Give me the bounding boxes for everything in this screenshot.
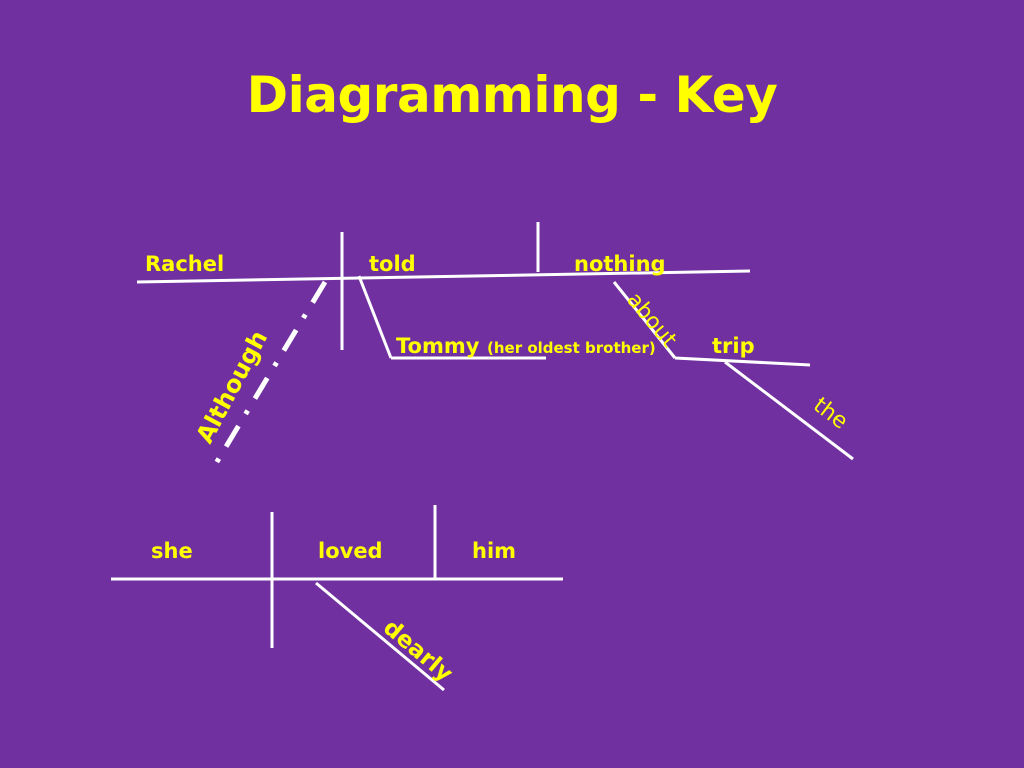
baseline-main — [136, 269, 751, 284]
indirect-object-slant — [357, 275, 393, 359]
word-nothing: nothing — [574, 252, 666, 276]
adverb-slant — [315, 581, 445, 692]
diagram-2-lines — [111, 505, 563, 692]
preposition-slant — [612, 281, 677, 359]
word-trip: trip — [712, 334, 755, 358]
word-loved: loved — [318, 539, 383, 563]
word-she: she — [151, 539, 193, 563]
diagram-1-lines — [136, 222, 854, 472]
prep-object-base — [674, 356, 811, 367]
word-dearly: dearly — [378, 615, 457, 688]
word-tommy: Tommy — [396, 334, 480, 358]
slide-title: Diagramming - Key — [246, 66, 778, 124]
word-the: the — [808, 393, 852, 435]
word-rachel: Rachel — [145, 252, 224, 276]
article-slant — [724, 360, 854, 461]
word-him: him — [472, 539, 516, 563]
conjunction-dashed-line — [209, 280, 328, 472]
appositive-phrase: (her oldest brother) — [487, 339, 656, 357]
word-told: told — [369, 252, 416, 276]
